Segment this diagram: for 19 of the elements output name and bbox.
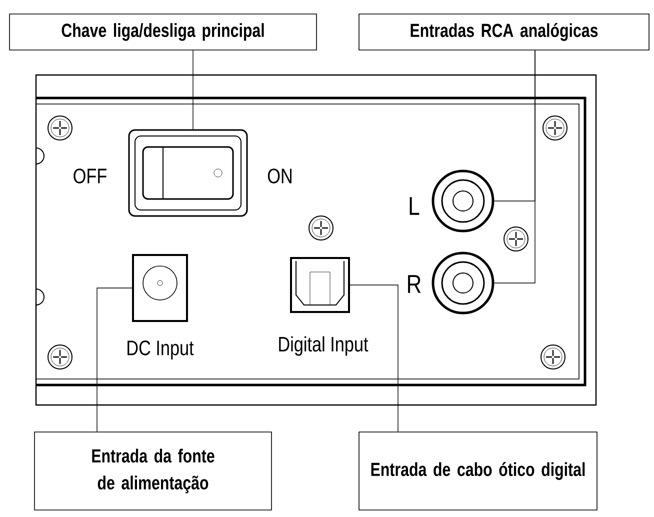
callout-box: Chave liga/desliga principal [9, 14, 317, 50]
rca-jack [432, 252, 494, 314]
leader-line [494, 50, 536, 284]
optical-jack [290, 257, 350, 313]
panel-label: DC Input [128, 340, 194, 360]
callout-box: Entradas RCA analógicas [358, 14, 650, 50]
callout-box: Entrada de cabo ótico digital [358, 432, 598, 510]
leader-line [192, 50, 194, 130]
panel-label: OFF [74, 168, 106, 184]
panel-label: ON [268, 168, 292, 184]
panel-label: L [410, 197, 420, 215]
rocker-switch [128, 129, 248, 217]
dc-jack [132, 254, 188, 322]
panel-label: R [408, 275, 421, 293]
panel-label: Digital Input [279, 336, 368, 356]
callout-box: Entrada da fonte de alimentação [34, 432, 272, 510]
leader-line [96, 288, 132, 432]
leader-line [350, 284, 398, 432]
rca-jack [432, 170, 494, 232]
